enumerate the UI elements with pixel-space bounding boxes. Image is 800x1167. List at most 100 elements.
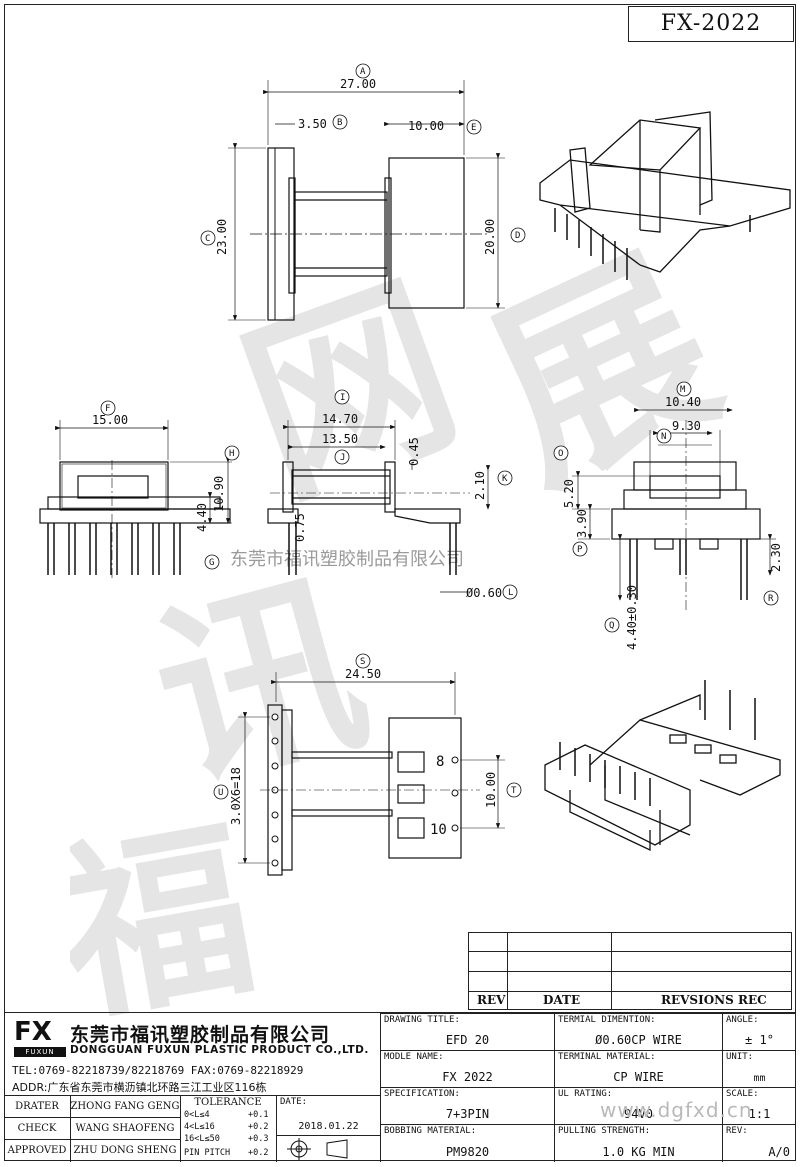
dim-B: 3.50: [298, 117, 327, 131]
svg-text:T: T: [511, 786, 517, 796]
marker-K: K: [497, 470, 513, 486]
company-logo: FX: [14, 1017, 52, 1047]
dim-S: 24.50: [345, 667, 381, 681]
date-label: DATE:: [280, 1097, 308, 1107]
tolerance-title: TOLERANCE: [194, 1097, 262, 1108]
dim-J-extra: 0.45: [407, 437, 421, 466]
side-view: [267, 420, 491, 593]
drawing-title-label: DRAWING TITLE:: [384, 1015, 460, 1025]
tol-range-2: 4<L≤16: [184, 1122, 215, 1132]
sig-role-approved: APPROVED: [7, 1145, 67, 1156]
terminal-dim-value: Ø0.60CP WIRE: [595, 1033, 682, 1047]
ul-value: 94V0: [624, 1107, 653, 1121]
tol-range-3: 16<L≤50: [184, 1134, 220, 1144]
svg-text:Q: Q: [609, 621, 614, 631]
dim-D: 20.00: [483, 219, 497, 255]
svg-text:E: E: [471, 123, 476, 133]
pulling-label: PULLING STRENGTH:: [558, 1126, 651, 1136]
rev-col-divider: [611, 933, 612, 1009]
marker-F: F: [100, 400, 116, 416]
marker-C: C: [200, 230, 216, 246]
marker-G: G: [204, 554, 220, 570]
tol-value-3: +0.3: [248, 1134, 269, 1144]
marker-J: J: [334, 449, 350, 465]
svg-text:K: K: [502, 474, 508, 484]
company-name-cn: 东莞市福讯塑胶制品有限公司: [70, 1024, 331, 1046]
svg-text:B: B: [337, 118, 342, 128]
marker-R: R: [763, 590, 779, 606]
dim-N: 9.30: [672, 419, 701, 433]
sig-name-approved: ZHU DONG SHENG: [73, 1145, 177, 1156]
bobbin-value: PM9820: [445, 1145, 490, 1159]
dim-F: 15.00: [92, 413, 128, 427]
model-label: MODLE NAME:: [384, 1052, 444, 1062]
dim-thickness: 0.75: [293, 513, 307, 542]
marker-I: I: [334, 389, 350, 405]
marker-H: H: [224, 445, 240, 461]
bobbin-cell: BOBBING MATERIAL: PM9820: [380, 1124, 554, 1162]
marker-B: B: [332, 114, 348, 130]
revision-table: REV DATE REVSIONS REC: [468, 932, 792, 1010]
svg-text:U: U: [218, 788, 223, 798]
rev-label: REV:: [726, 1126, 748, 1136]
dim-I: 14.70: [322, 412, 358, 426]
dim-O: 5.20: [562, 479, 576, 508]
sig-divider: [4, 1117, 180, 1118]
svg-text:G: G: [209, 558, 214, 568]
svg-text:D: D: [515, 231, 520, 241]
rev-row-divider: [469, 971, 791, 972]
svg-text:J: J: [340, 453, 345, 463]
dim-K: 2.10: [473, 471, 487, 500]
signature-roles: [4, 1095, 70, 1162]
svg-text:R: R: [768, 594, 774, 604]
rev-row-divider: [469, 991, 791, 992]
svg-text:C: C: [205, 234, 210, 244]
marker-D: D: [510, 227, 526, 243]
spec-label: SPECIFICATION:: [384, 1089, 460, 1099]
dim-Q: 4.40±0.30: [625, 585, 639, 650]
terminal-material-cell: TERMINAL MATERIAL: CP WIRE: [554, 1050, 722, 1087]
marker-A: A: [355, 63, 371, 79]
bobbin-label: BOBBING MATERIAL:: [384, 1126, 477, 1136]
pin-label-8: 8: [436, 754, 444, 770]
dim-U: 3.0X6=18: [229, 767, 243, 825]
rev-header-rec: REVSIONS REC: [661, 993, 767, 1007]
tol-range-1: 0<L≤4: [184, 1110, 210, 1120]
signature-names: [70, 1095, 180, 1162]
drawing-title-cell: DRAWING TITLE: EFD 20: [380, 1013, 554, 1050]
isometric-view-top: [539, 111, 791, 280]
svg-text:S: S: [360, 657, 365, 667]
sig-name-check: WANG SHAOFENG: [75, 1123, 175, 1134]
svg-text:I: I: [340, 393, 345, 403]
dim-P: 3.90: [575, 509, 589, 538]
marker-L: L: [502, 584, 518, 600]
company-name-en: DONGGUAN FUXUN PLASTIC PRODUCT CO.,LTD.: [70, 1044, 369, 1056]
model-cell: MODLE NAME: FX 2022: [380, 1050, 554, 1087]
pulling-value: 1.0 KG MIN: [602, 1145, 675, 1159]
svg-text:H: H: [229, 449, 234, 459]
dim-R: 2.30: [769, 543, 783, 572]
pulling-cell: PULLING STRENGTH: 1.0 KG MIN: [554, 1124, 722, 1162]
front-view: [39, 420, 232, 580]
right-view: [572, 407, 776, 610]
company-tel: TEL:0769-82218739/82218769 FAX:0769-8221…: [12, 1064, 304, 1077]
svg-text:L: L: [508, 588, 513, 598]
part-number-box: FX-2022: [628, 6, 794, 42]
technical-drawing: 27.00 3.50 10.00 23.00 20.00 15.00 10.90…: [39, 63, 791, 876]
ul-cell: UL RATING: 94V0: [554, 1087, 722, 1124]
terminal-dim-cell: TERMIAL DIMENTION: Ø0.60CP WIRE: [554, 1013, 722, 1050]
sig-divider: [4, 1139, 180, 1140]
marker-O: O: [553, 445, 569, 461]
angle-value: ± 1°: [745, 1033, 774, 1047]
tol-value-1: +0.1: [248, 1110, 269, 1120]
projection-symbol-icon: [287, 1138, 348, 1160]
ul-label: UL RATING:: [558, 1089, 613, 1099]
date-value: 2018.01.22: [298, 1121, 359, 1132]
dim-A-top: 27.00: [340, 77, 376, 91]
rev-header-date: DATE: [543, 993, 581, 1007]
marker-S: S: [355, 653, 371, 669]
spec-value: 7+3PIN: [445, 1107, 490, 1121]
bottom-view: [238, 672, 505, 876]
angle-label: ANGLE:: [726, 1015, 759, 1025]
terminal-material-label: TERMINAL MATERIAL:: [558, 1052, 656, 1062]
